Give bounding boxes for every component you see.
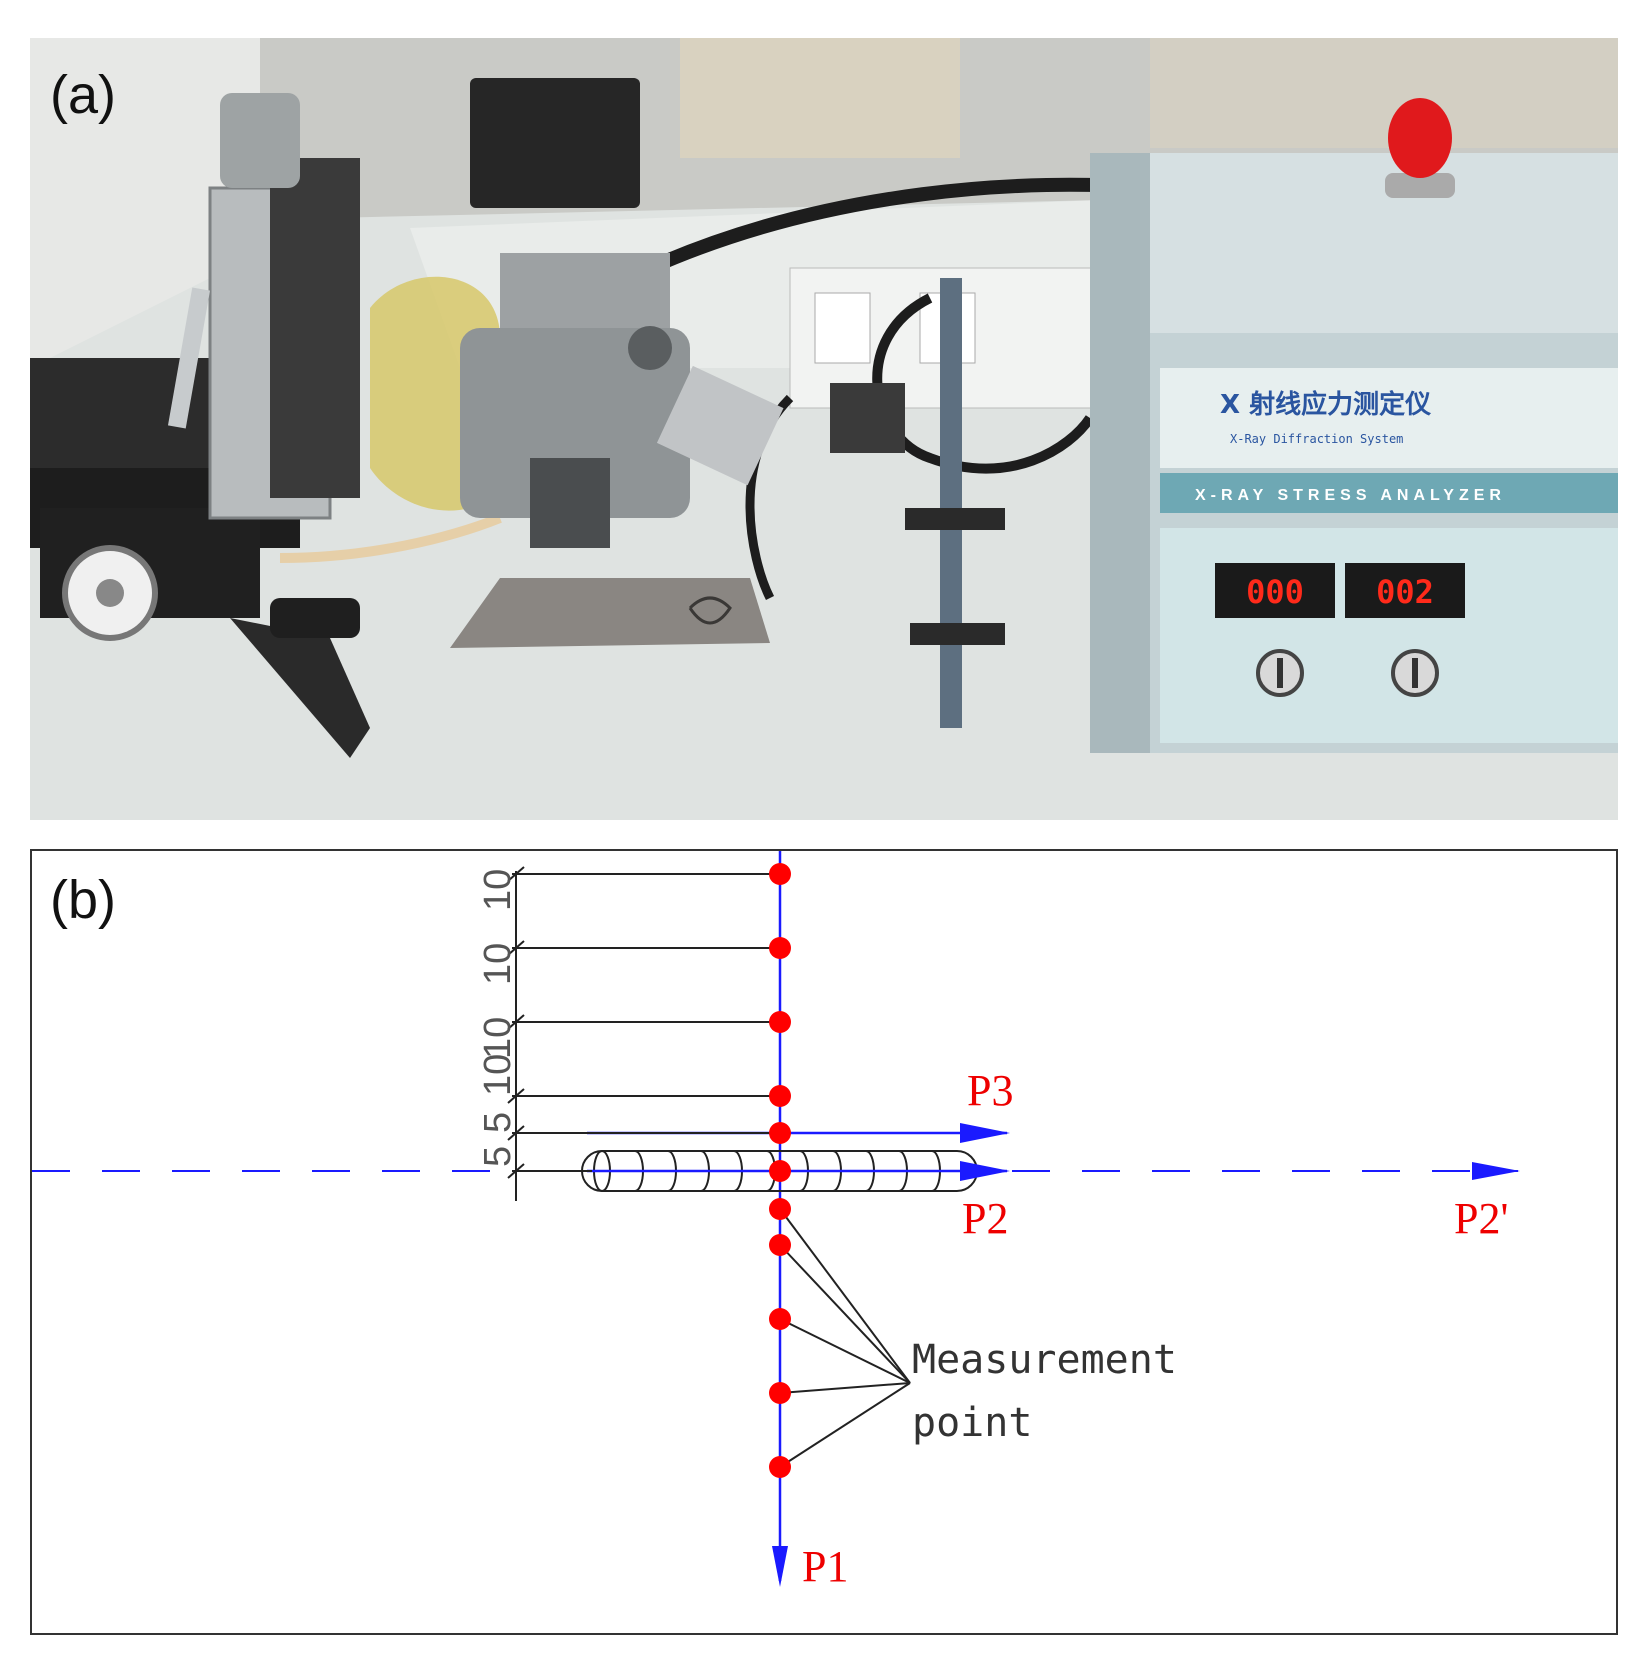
stand-foot-bottom [910, 623, 1005, 645]
sign-sub-text: X-Ray Diffraction System [1230, 432, 1403, 446]
p2-label: P2 [962, 1194, 1008, 1243]
measurement-diagram: 10 10 10 10 5 5 P3 P2 [32, 851, 1520, 1591]
beacon-base [1385, 173, 1455, 198]
p3-label: P3 [967, 1066, 1013, 1115]
panel-b-label: (b) [50, 870, 116, 930]
dimension-label: 5 [477, 1112, 519, 1133]
rig-wheel-hub [96, 579, 124, 607]
weld-bead-outline [581, 1150, 978, 1192]
measurement-point [769, 1382, 791, 1404]
measurement-point [769, 1160, 791, 1182]
power-adapter [830, 383, 905, 453]
p1-arrowhead [772, 1546, 788, 1587]
dimension-lines [507, 866, 780, 1201]
measurement-point [769, 863, 791, 885]
goniometer-body [460, 328, 690, 518]
p2-prime-arrowhead [1472, 1162, 1520, 1180]
analyzer-side [1090, 153, 1150, 753]
left-knob-pointer [1277, 658, 1283, 688]
outlet-1 [814, 292, 871, 364]
rig-handle [167, 287, 211, 429]
measurement-points [769, 863, 791, 1478]
measurement-point [769, 1308, 791, 1330]
rig-column-dark [270, 158, 360, 498]
dimension-tick [507, 1125, 525, 1141]
beacon-icon [1388, 98, 1452, 178]
measurement-point [769, 1456, 791, 1478]
p2-arrowhead [960, 1161, 1010, 1181]
clamp-grip [270, 598, 360, 638]
diagram-panel-b: 10 10 10 10 5 5 P3 P2 [30, 849, 1618, 1635]
dimension-tick [507, 940, 525, 956]
dimension-label: 10 [477, 1017, 519, 1059]
measurement-point [769, 1122, 791, 1144]
stand-foot-top [905, 508, 1005, 530]
sign-panel [1160, 368, 1618, 468]
measurement-point [769, 1234, 791, 1256]
goniometer-knob [628, 326, 672, 370]
annotation-line-2: point [912, 1400, 1032, 1446]
p1-label: P1 [802, 1542, 848, 1591]
measurement-point [769, 1198, 791, 1220]
stand-pole [940, 278, 962, 728]
wall-cabinets [1150, 38, 1618, 148]
photo-panel-a: X 射线应力测定仪 X-Ray Diffraction System X-RAY… [30, 38, 1618, 820]
panel-a-label: (a) [50, 65, 116, 125]
dimension-tick [507, 1088, 525, 1104]
specimen-plate [450, 578, 770, 648]
p2-prime-label: P2' [1454, 1194, 1508, 1243]
leader-line [779, 1382, 911, 1394]
plate-mark [688, 596, 732, 625]
dimension-tick [507, 1014, 525, 1030]
cabinet-doors [680, 38, 960, 158]
analyzer-top [1090, 153, 1618, 333]
sign-strip-text: X-RAY STRESS ANALYZER [1195, 487, 1506, 504]
display-panel [1160, 528, 1618, 743]
p3-arrowhead [960, 1123, 1010, 1143]
black-case [470, 78, 640, 208]
leader-line [779, 1208, 911, 1384]
clamp [230, 618, 370, 758]
x-ray-tube [656, 365, 784, 486]
display-right-frame [1345, 563, 1465, 618]
dimension-label: 5 [477, 1146, 519, 1167]
hose [279, 513, 502, 563]
leader-line [779, 1382, 911, 1468]
annotation-leaders [779, 1208, 911, 1468]
annotation-line-1: Measurement [912, 1337, 1177, 1383]
display-left-frame [1215, 563, 1335, 618]
leader-line [779, 1244, 911, 1384]
dimension-tick [507, 1163, 525, 1179]
measurement-point [769, 1011, 791, 1033]
sign-strip [1160, 473, 1618, 513]
sign-main-text: X 射线应力测定仪 [1220, 389, 1432, 420]
detector [530, 458, 610, 548]
display-left-value: 000 [1246, 573, 1304, 611]
display-right-value: 002 [1376, 573, 1434, 611]
lab-photo: X 射线应力测定仪 X-Ray Diffraction System X-RAY… [30, 38, 1618, 820]
leader-line [779, 1318, 911, 1384]
right-knob-pointer [1412, 658, 1418, 688]
dimension-tick [507, 866, 525, 882]
dimension-label: 10 [477, 943, 519, 985]
dimension-label: 10 [477, 869, 519, 911]
dimension-label: 10 [477, 1054, 519, 1096]
measurement-point [769, 937, 791, 959]
cable-3 [872, 293, 1095, 474]
rig-motor [220, 93, 300, 188]
measurement-point [769, 1085, 791, 1107]
